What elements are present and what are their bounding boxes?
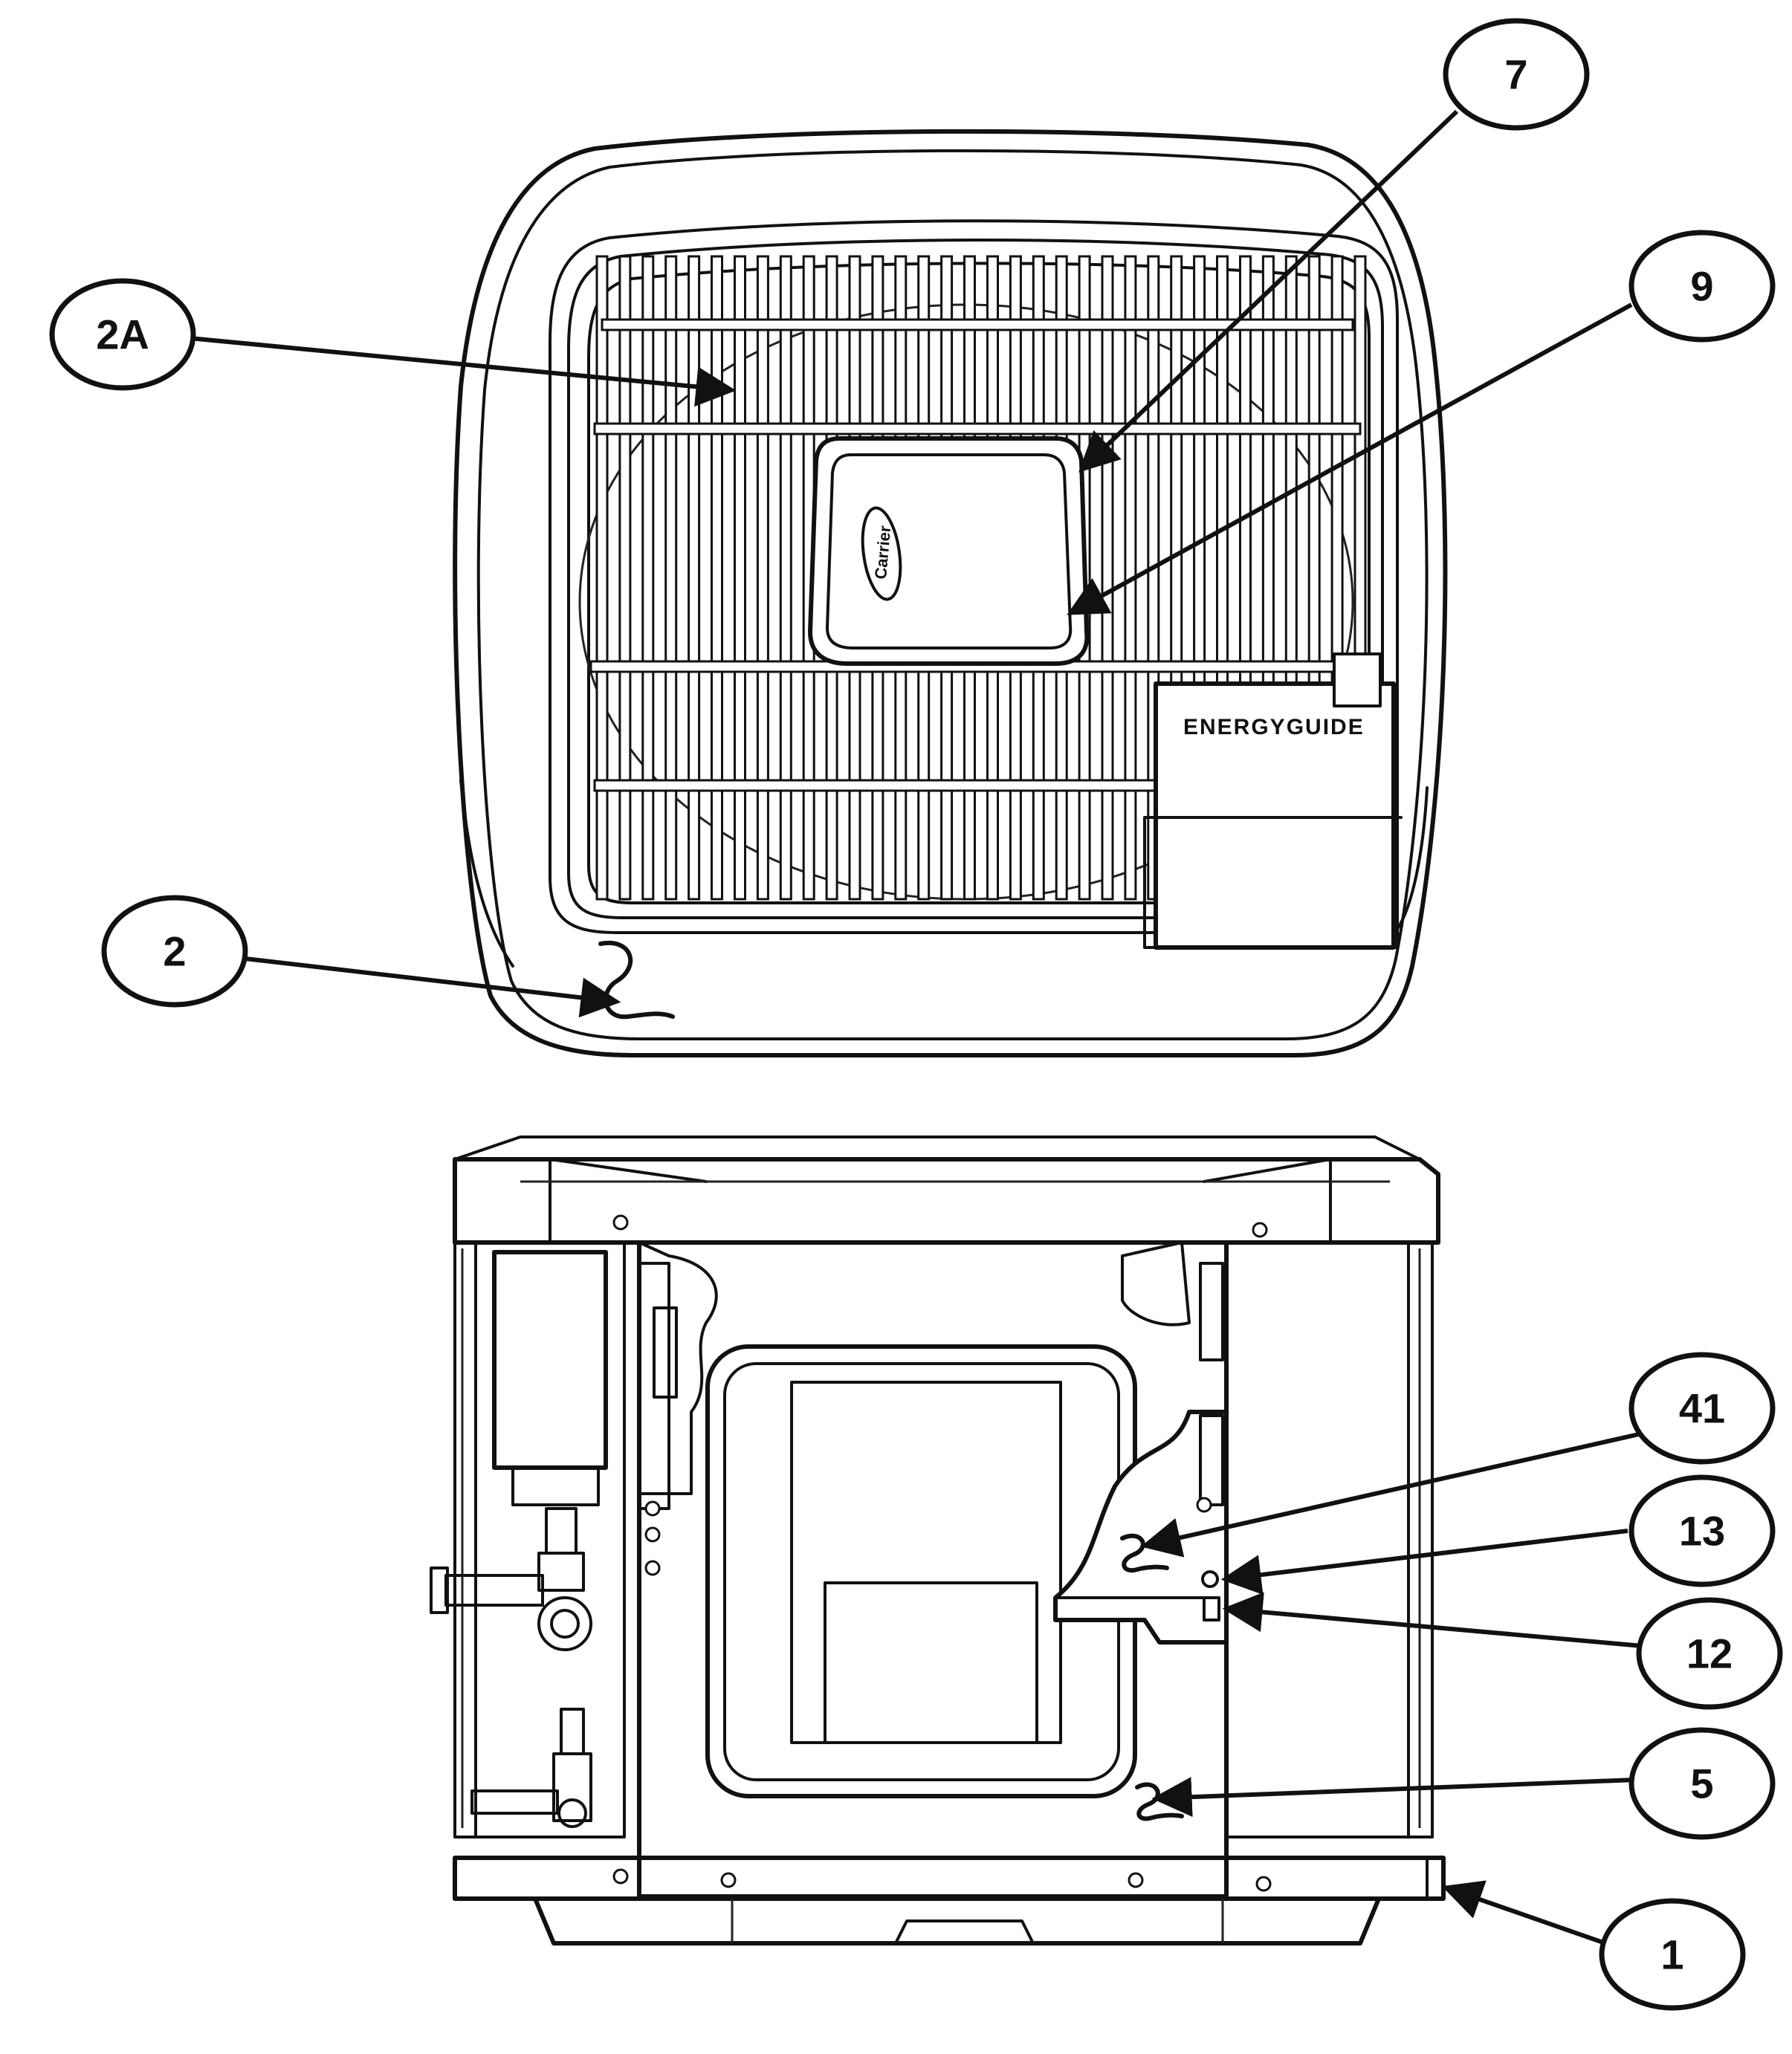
grille-bar	[756, 255, 769, 901]
top-view: Carrier ENERGYGUIDE	[453, 129, 1448, 1057]
callout-5: 5	[1628, 1727, 1776, 1840]
energyguide-text: ENERGYGUIDE	[1183, 715, 1365, 739]
leader-7	[1078, 109, 1459, 473]
leader-41	[1140, 1432, 1640, 1558]
center-logo-badge: Carrier	[808, 436, 1090, 666]
grille-bar	[641, 255, 655, 901]
panel-bottom-squiggle	[1135, 1782, 1184, 1821]
grille-bar	[779, 255, 792, 901]
callout-9: 9	[1628, 230, 1776, 343]
left-coil	[453, 1241, 477, 1838]
grille-bar	[734, 255, 746, 901]
leader-9	[1067, 302, 1633, 615]
grille-bar	[618, 255, 632, 901]
svg-text:2A: 2A	[96, 311, 149, 358]
svg-text:13: 13	[1679, 1508, 1725, 1555]
svg-text:9: 9	[1690, 263, 1713, 310]
svg-text:5: 5	[1690, 1760, 1713, 1807]
grille-bar	[1101, 255, 1114, 901]
svg-text:12: 12	[1686, 1630, 1733, 1677]
panel-squiggle	[1120, 1533, 1169, 1573]
leader-2	[245, 956, 621, 1018]
top-panel-squiggle	[598, 940, 675, 1020]
callouts: 2A 7 9 2 41 13 12 5	[49, 18, 1783, 2011]
grille-frame-mid	[567, 238, 1384, 919]
right-side-panel	[1225, 1241, 1410, 1838]
callout-1: 1	[1599, 1898, 1746, 2011]
liquid-valve	[470, 1708, 592, 1828]
callout-41: 41	[1628, 1352, 1776, 1465]
top-cap	[453, 1157, 1440, 1245]
top-cabinet-outline	[453, 129, 1448, 1057]
access-panel	[637, 1240, 1229, 1899]
leader-1	[1441, 1880, 1606, 1946]
compressor-outline-outer	[705, 1344, 1137, 1798]
grille-bar	[711, 255, 723, 901]
top-cabinet-inner-outline	[476, 149, 1429, 1040]
svg-text:41: 41	[1679, 1385, 1725, 1432]
callout-12: 12	[1636, 1597, 1783, 1710]
control-box	[492, 1250, 608, 1470]
svg-text:7: 7	[1504, 51, 1527, 98]
service-valve-area	[430, 1241, 626, 1838]
callout-2: 2	[101, 895, 248, 1008]
leader-12	[1222, 1592, 1643, 1648]
callout-2A: 2A	[49, 278, 196, 391]
energyguide-label: ENERGYGUIDE	[1143, 652, 1403, 950]
leader-lines	[189, 109, 1643, 1946]
bottom-view	[430, 1135, 1446, 1946]
callout-13: 13	[1628, 1474, 1776, 1587]
leader-5	[1151, 1777, 1636, 1818]
base-pan	[453, 1856, 1446, 1946]
right-coil	[1407, 1241, 1434, 1838]
grille-frame-outer	[549, 219, 1399, 934]
grille-bar	[595, 255, 609, 901]
grille-bar	[688, 255, 701, 901]
carrier-logo	[861, 506, 902, 601]
leader-2A	[189, 336, 737, 407]
suction-valve	[430, 1507, 592, 1651]
callout-7: 7	[1443, 18, 1590, 131]
grille-bar	[664, 255, 678, 901]
screws	[612, 1214, 1272, 1892]
leader-13	[1220, 1529, 1628, 1595]
svg-text:2: 2	[163, 928, 186, 975]
grille-frame-inner	[587, 262, 1371, 904]
svg-text:1: 1	[1660, 1931, 1683, 1978]
